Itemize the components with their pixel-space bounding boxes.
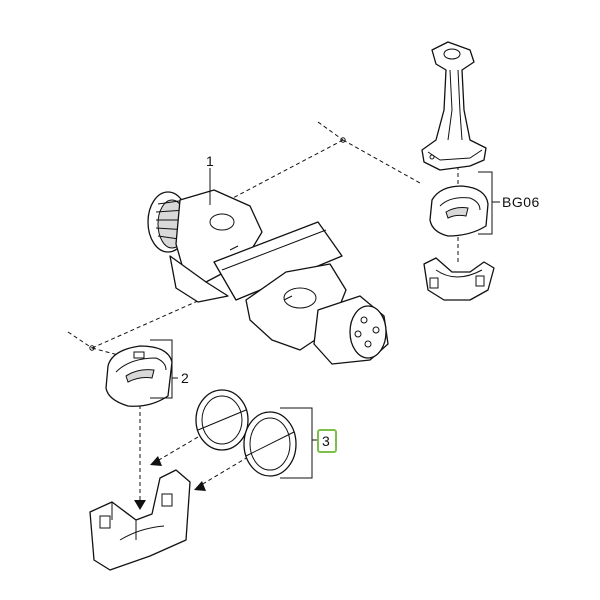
main-bearing-cap[interactable] [89, 469, 191, 571]
connecting-rod[interactable] [421, 41, 487, 171]
assembly-guide-lines [67, 121, 459, 510]
callout-main-bearing [150, 339, 178, 399]
assembly-arrows [134, 456, 206, 510]
label-main-bearing: 2 [181, 370, 189, 386]
crankshaft[interactable] [147, 189, 389, 365]
callout-conrod-group [478, 171, 500, 235]
label-crankshaft: 1 [206, 153, 214, 169]
label-conrod-group[interactable]: BG06 [502, 194, 540, 210]
label-thrust-washer[interactable]: 3 [322, 433, 330, 449]
thrust-washer-left[interactable] [195, 389, 249, 451]
main-bearing-shell[interactable] [105, 345, 173, 407]
conrod-cap[interactable] [423, 257, 495, 301]
highlight-box [317, 429, 337, 453]
thrust-washer-right[interactable] [243, 411, 297, 477]
conrod-bearing-upper[interactable] [429, 185, 489, 237]
